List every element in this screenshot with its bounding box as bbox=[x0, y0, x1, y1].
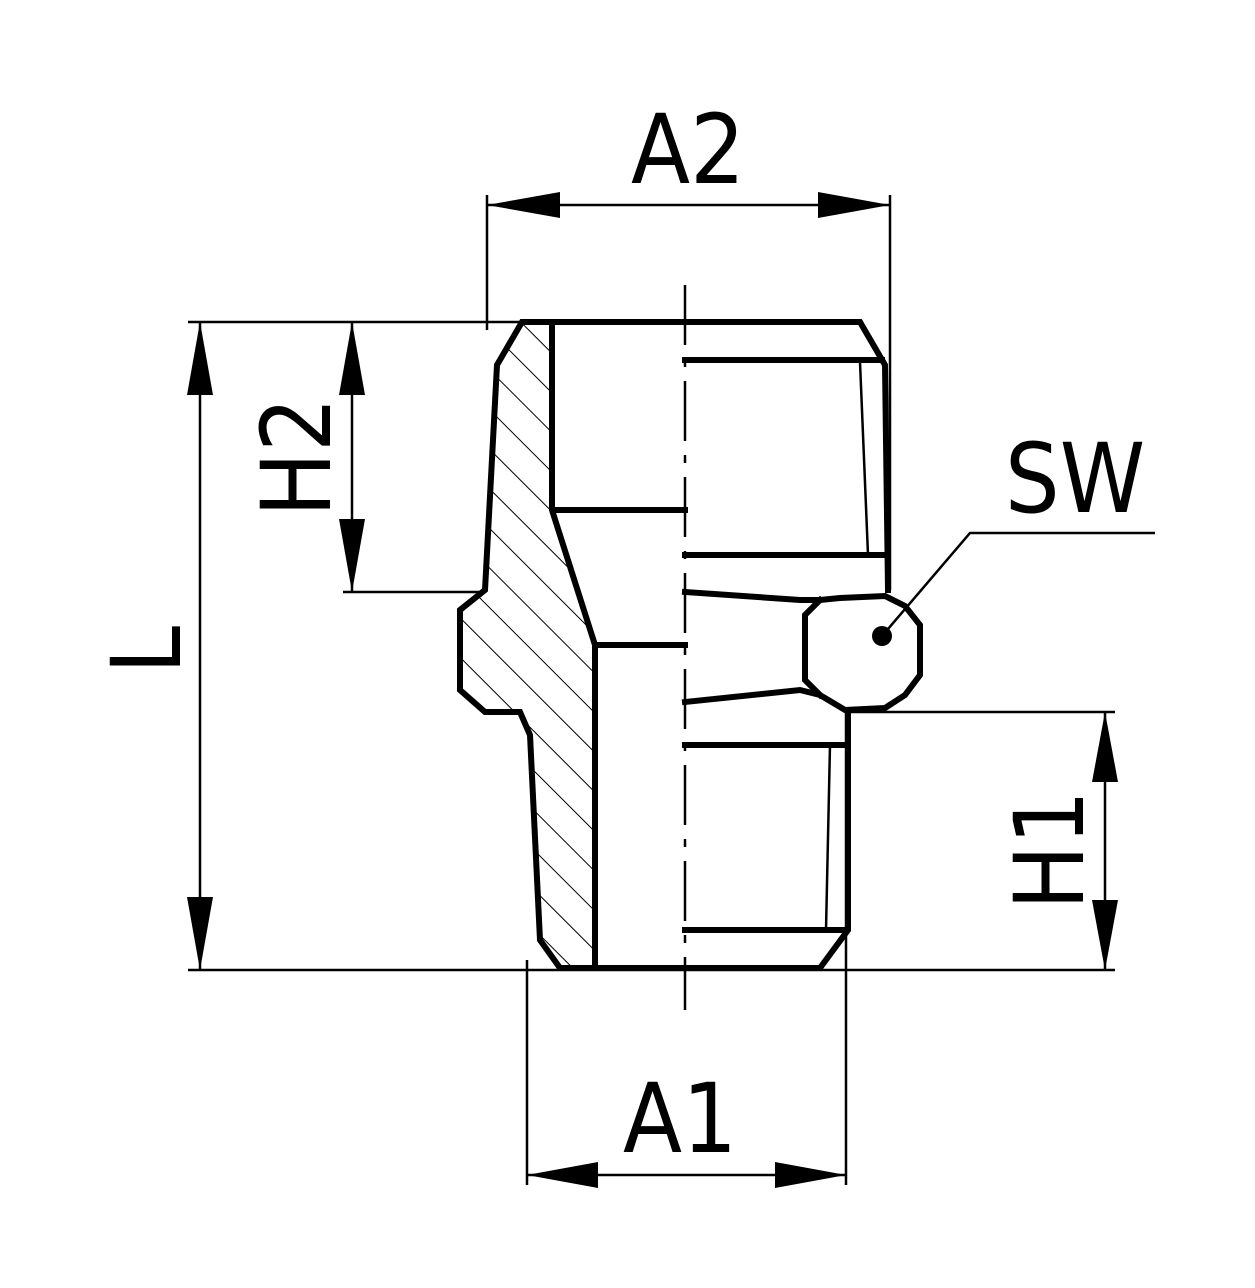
a2-label: A2 bbox=[631, 94, 745, 206]
l-arrow-bottom bbox=[187, 897, 213, 970]
sw-label: SW bbox=[1005, 423, 1145, 535]
upper-thread-root bbox=[858, 361, 870, 556]
l-label: L bbox=[91, 626, 203, 674]
a1-arrow-left bbox=[527, 1162, 598, 1188]
sw-leader-dot bbox=[872, 626, 892, 646]
lower-thread-body bbox=[592, 709, 851, 971]
h1-label: H1 bbox=[994, 790, 1106, 910]
a2-arrow-right bbox=[818, 192, 890, 218]
h1-arrow-bottom bbox=[1092, 900, 1118, 970]
section-outline bbox=[457, 319, 598, 971]
a1-arrow-right bbox=[775, 1162, 846, 1188]
section-hatch-area bbox=[460, 322, 595, 968]
a1-label: A1 bbox=[623, 1063, 737, 1175]
h2-label: H2 bbox=[241, 397, 353, 517]
h2-arrow-top bbox=[339, 322, 365, 395]
sw-leader bbox=[881, 531, 1155, 637]
hex-nut-face bbox=[802, 595, 825, 700]
h1-arrow-top bbox=[1092, 712, 1118, 782]
upper-thread-body bbox=[549, 319, 892, 594]
l-arrow-top bbox=[187, 322, 213, 395]
h2-arrow-bottom bbox=[339, 519, 365, 592]
a2-arrow-left bbox=[487, 192, 560, 218]
lower-thread-root bbox=[824, 744, 832, 931]
